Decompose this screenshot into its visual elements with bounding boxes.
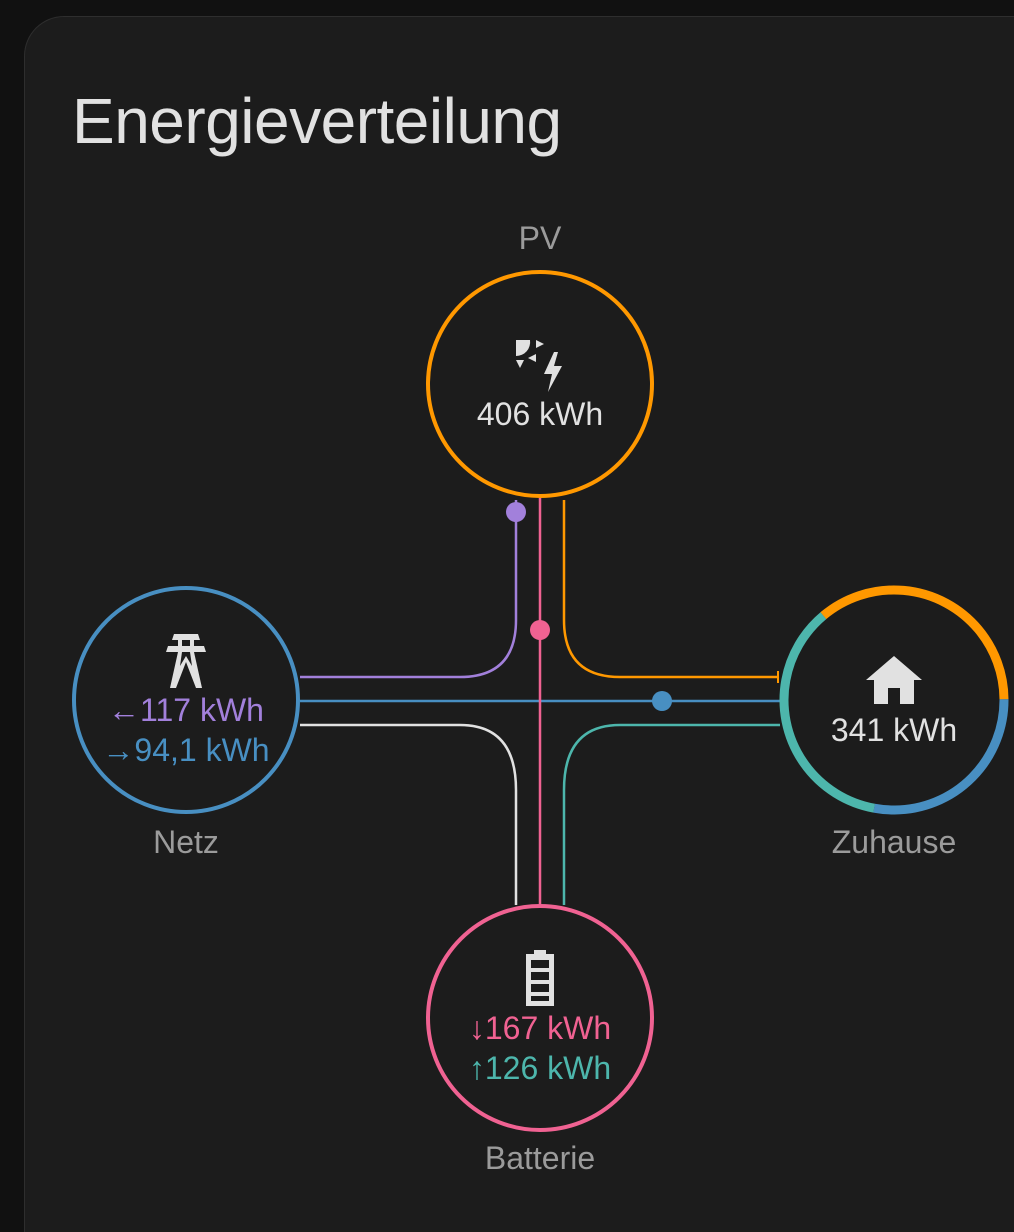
battery-discharge: ↑126 kWh	[469, 1048, 611, 1088]
flow-pv-to-home	[562, 500, 778, 679]
pv-node[interactable]: 406 kWh	[426, 270, 654, 498]
home-label: Zuhause	[831, 824, 957, 860]
battery-circle[interactable]	[426, 904, 654, 1132]
arrow-left-icon: ←	[108, 692, 141, 728]
grid-circle[interactable]	[72, 586, 300, 814]
grid-consumption: ←117 kWh	[108, 690, 264, 730]
flow-dot-grid-import	[652, 691, 672, 711]
home-node[interactable]: 341 kWh	[780, 586, 1008, 814]
home-value: 341 kWh	[830, 712, 958, 748]
arrow-down-icon: ↓	[468, 1010, 485, 1046]
pv-label: PV	[518, 220, 562, 256]
grid-node[interactable]: ←117 kWh →94,1 kWh	[72, 586, 300, 814]
flow-dot-grid-export	[506, 502, 526, 522]
battery-node[interactable]: ↓167 kWh ↑126 kWh	[426, 904, 654, 1132]
battery-out-value: 126 kWh	[484, 1050, 612, 1086]
solar-power-icon	[516, 340, 562, 392]
battery-label: Batterie	[484, 1140, 596, 1176]
grid-to-value: 94,1 kWh	[134, 732, 270, 768]
card-title: Energieverteilung	[72, 85, 562, 157]
home-icon	[866, 656, 922, 704]
grid-from-value: 117 kWh	[140, 692, 264, 728]
grid-return: →94,1 kWh	[102, 730, 269, 770]
arrow-up-icon: ↑	[468, 1050, 485, 1086]
home-ring-segment-grid	[779, 585, 1009, 815]
pv-value: 406 kWh	[476, 396, 604, 432]
flow-dot-battery-charge	[530, 620, 550, 640]
home-circle[interactable]	[784, 590, 1004, 810]
home-ring	[779, 585, 1009, 815]
grid-label: Netz	[153, 824, 219, 860]
flow-battery-to-home	[562, 723, 780, 905]
arrow-right-icon: →	[102, 732, 135, 768]
battery-in-value: 167 kWh	[484, 1010, 612, 1046]
battery-charge: ↓167 kWh	[469, 1008, 611, 1048]
battery-icon	[526, 950, 554, 1006]
home-ring-segment-battery	[779, 585, 1009, 815]
transmission-tower-icon	[166, 634, 206, 688]
pv-circle[interactable]	[426, 270, 654, 498]
flow-grid-to-pv	[300, 500, 518, 679]
flow-grid-to-battery	[300, 723, 518, 905]
